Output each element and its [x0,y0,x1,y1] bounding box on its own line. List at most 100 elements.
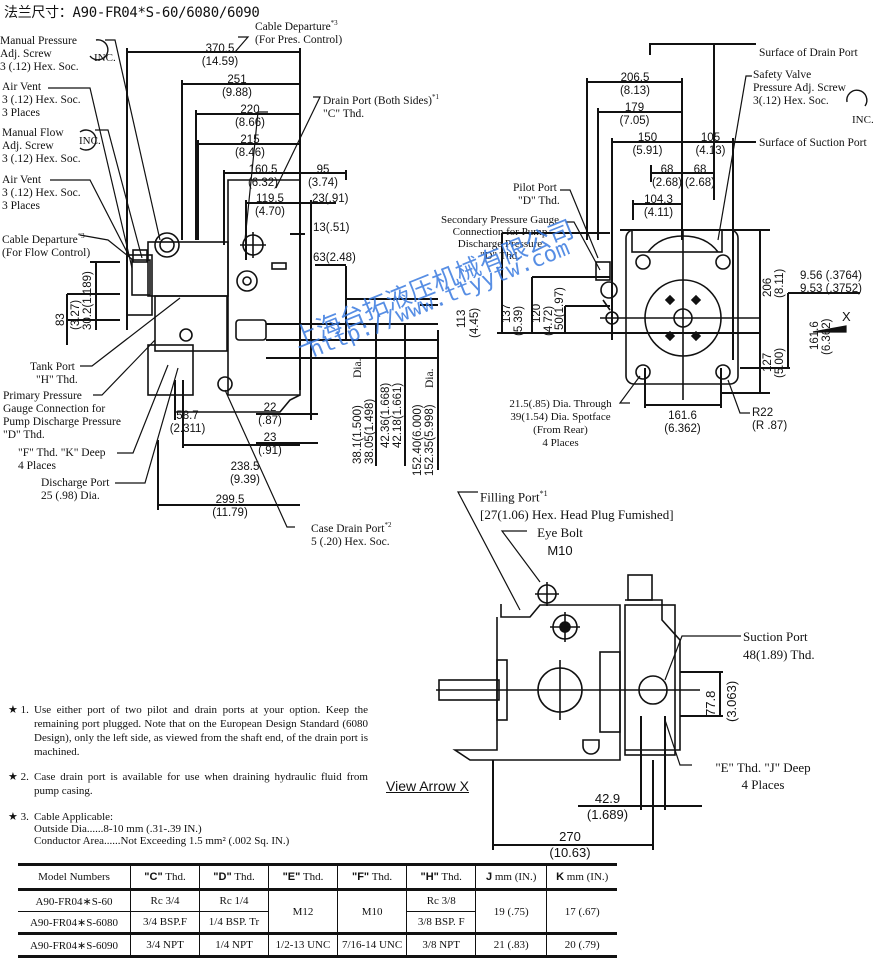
dim-key-1: 42.36(1.668) [380,382,392,448]
dim-4-45: (4.45) [469,307,481,338]
label-tank-port: Tank Port"H" Thd. [30,361,78,386]
label-cable-departure-flow: Cable Departure*3(For Flow Control) [2,232,91,259]
star-icon: ★ 2. [8,771,29,783]
table-row: A90-FR04∗S-6090 3/4 NPT 1/4 NPT 1/2-13 U… [18,932,618,957]
col-header-k: K mm (IN.) [546,864,618,891]
table-row: A90-FR04∗S-6080 3/4 BSP.F 1/4 BSP. Tr 3/… [18,911,617,934]
col-header-e: "E" Thd. [268,864,338,891]
label-filling-port: Filling Port*1[27(1.06) Hex. Head Plug F… [480,489,674,523]
dim-68-b: 68(2.68) [684,164,716,189]
dim-3-063: (3.063) [724,680,739,722]
side-view-leader-lines [48,36,321,528]
dim-42-9: 42.9(1.689) [586,791,629,822]
dim-key-2: 42.18(1.661) [392,382,404,448]
dim-pilot-dia-2: 152.35(5.998) [424,404,436,476]
dim-137: 137 [501,303,513,323]
dim-238-5: 238.5(9.39) [229,461,261,486]
dim-5-39: (5.39) [513,305,525,336]
dim-63-2-48: 63(2.48) [313,252,356,264]
dim-104-3: 104.3(4.11) [643,194,674,219]
inc-label-pressure: INC. [94,52,116,64]
front-view-pump-body [595,229,760,400]
inc-arc-icons [79,39,868,151]
dim-206-5: 206.5(8.13) [619,72,651,97]
note-1: ★ 1. Use either port of two pilot and dr… [8,704,368,758]
note-2: ★ 2. Case drain port is available for us… [8,771,368,797]
front-view-leader-lines [560,75,752,414]
dim-206: 206 [762,277,774,297]
dim-68-a: 68(2.68) [651,164,683,189]
dim-270: 270(10.63) [549,829,591,860]
arrow-x-label: X [842,309,851,324]
dim-pilot-dia-label: Dia. [424,368,436,388]
dim-83: 83 [55,313,67,326]
dim-161-6-h: 161.6(6.362) [664,410,701,435]
col-header-d: "D" Thd. [199,864,269,891]
dim-shaft-dia-2: 38.05(1.498) [364,398,376,464]
view-x-leader-lines [457,491,741,766]
label-r22: R22(R .87) [752,407,788,432]
dim-77-8: 77.8 [703,690,718,716]
dim-3-27: (3.27) [70,299,82,330]
dim-23-91: 23(.91) [312,193,349,205]
col-header-model: Model Numbers [18,864,131,891]
label-surface-of-drain-port: Surface of Drain Port [759,47,858,59]
dim-127: 127 [762,352,774,372]
dim-13-51: 13(.51) [313,222,350,234]
dim-161-6-v: 161.6 [809,321,821,350]
dim-key-width: 9.56 (.3764)9.53 (.3752) [800,270,863,295]
label-drain-port: Drain Port (Both Sides)*1"C" Thd. [323,93,439,120]
dim-58-7: 58.7(2.311) [169,410,206,435]
dim-95: 95(3.74) [307,164,339,189]
col-header-c: "C" Thd. [130,864,200,891]
dim-6-362-v: (6.362) [821,318,833,355]
dim-150: 150(5.91) [632,132,663,157]
dim-shaft-dia-1: 38.1(1.500) [352,405,364,464]
dim-299-5: 299.5(11.79) [212,494,248,519]
inc-label-flow: INC. [79,135,101,147]
view-x-dimension-lines [492,671,723,850]
dim-105: 105(4.13) [695,132,726,157]
inc-label-safety: INC. [852,114,874,126]
front-view-dimension-lines [346,43,860,408]
dim-8-11: (8.11) [774,268,786,298]
dim-50: 50(1.97) [554,287,566,330]
view-x-body [436,574,700,761]
view-arrow-x-caption: View Arrow X [386,778,469,794]
col-header-j: J mm (IN.) [475,864,548,891]
col-header-f: "F" Thd. [336,864,408,891]
dim-120: 120 [531,303,543,323]
dim-220: 220(8.66) [234,104,266,129]
label-pilot-port: Pilot Port"D" Thd. [513,182,560,207]
dim-179: 179(7.05) [619,102,650,127]
dim-23-b: 23(.91) [258,432,282,457]
star-icon: ★ 3. [8,811,29,823]
table-header-row: Model Numbers "C" Thd. "D" Thd. "E" Thd.… [18,864,618,891]
page-title: 法兰尺寸：A90-FR04*S-60/6080/6090 [4,5,260,21]
label-cable-departure-pres: Cable Departure*3(For Pres. Control) [255,19,343,46]
note-3: ★ 3. Cable Applicable:Outside Dia......8… [8,811,290,847]
dim-30-2: 30.2(1.189) [82,271,94,330]
dim-22: 22(.87) [258,402,282,427]
label-surface-of-suction-port: Surface of Suction Port [759,137,867,149]
col-header-h: "H" Thd. [406,864,477,891]
dim-119-5: 119.5(4.70) [254,193,286,218]
dim-5-00: (5.00) [774,347,786,378]
model-specification-table: Model Numbers "C" Thd. "D" Thd. "E" Thd.… [18,863,618,958]
dim-251: 251(9.88) [221,74,253,99]
star-icon: ★ 1. [8,704,29,716]
dim-370-5: 370.5(14.59) [201,43,239,68]
